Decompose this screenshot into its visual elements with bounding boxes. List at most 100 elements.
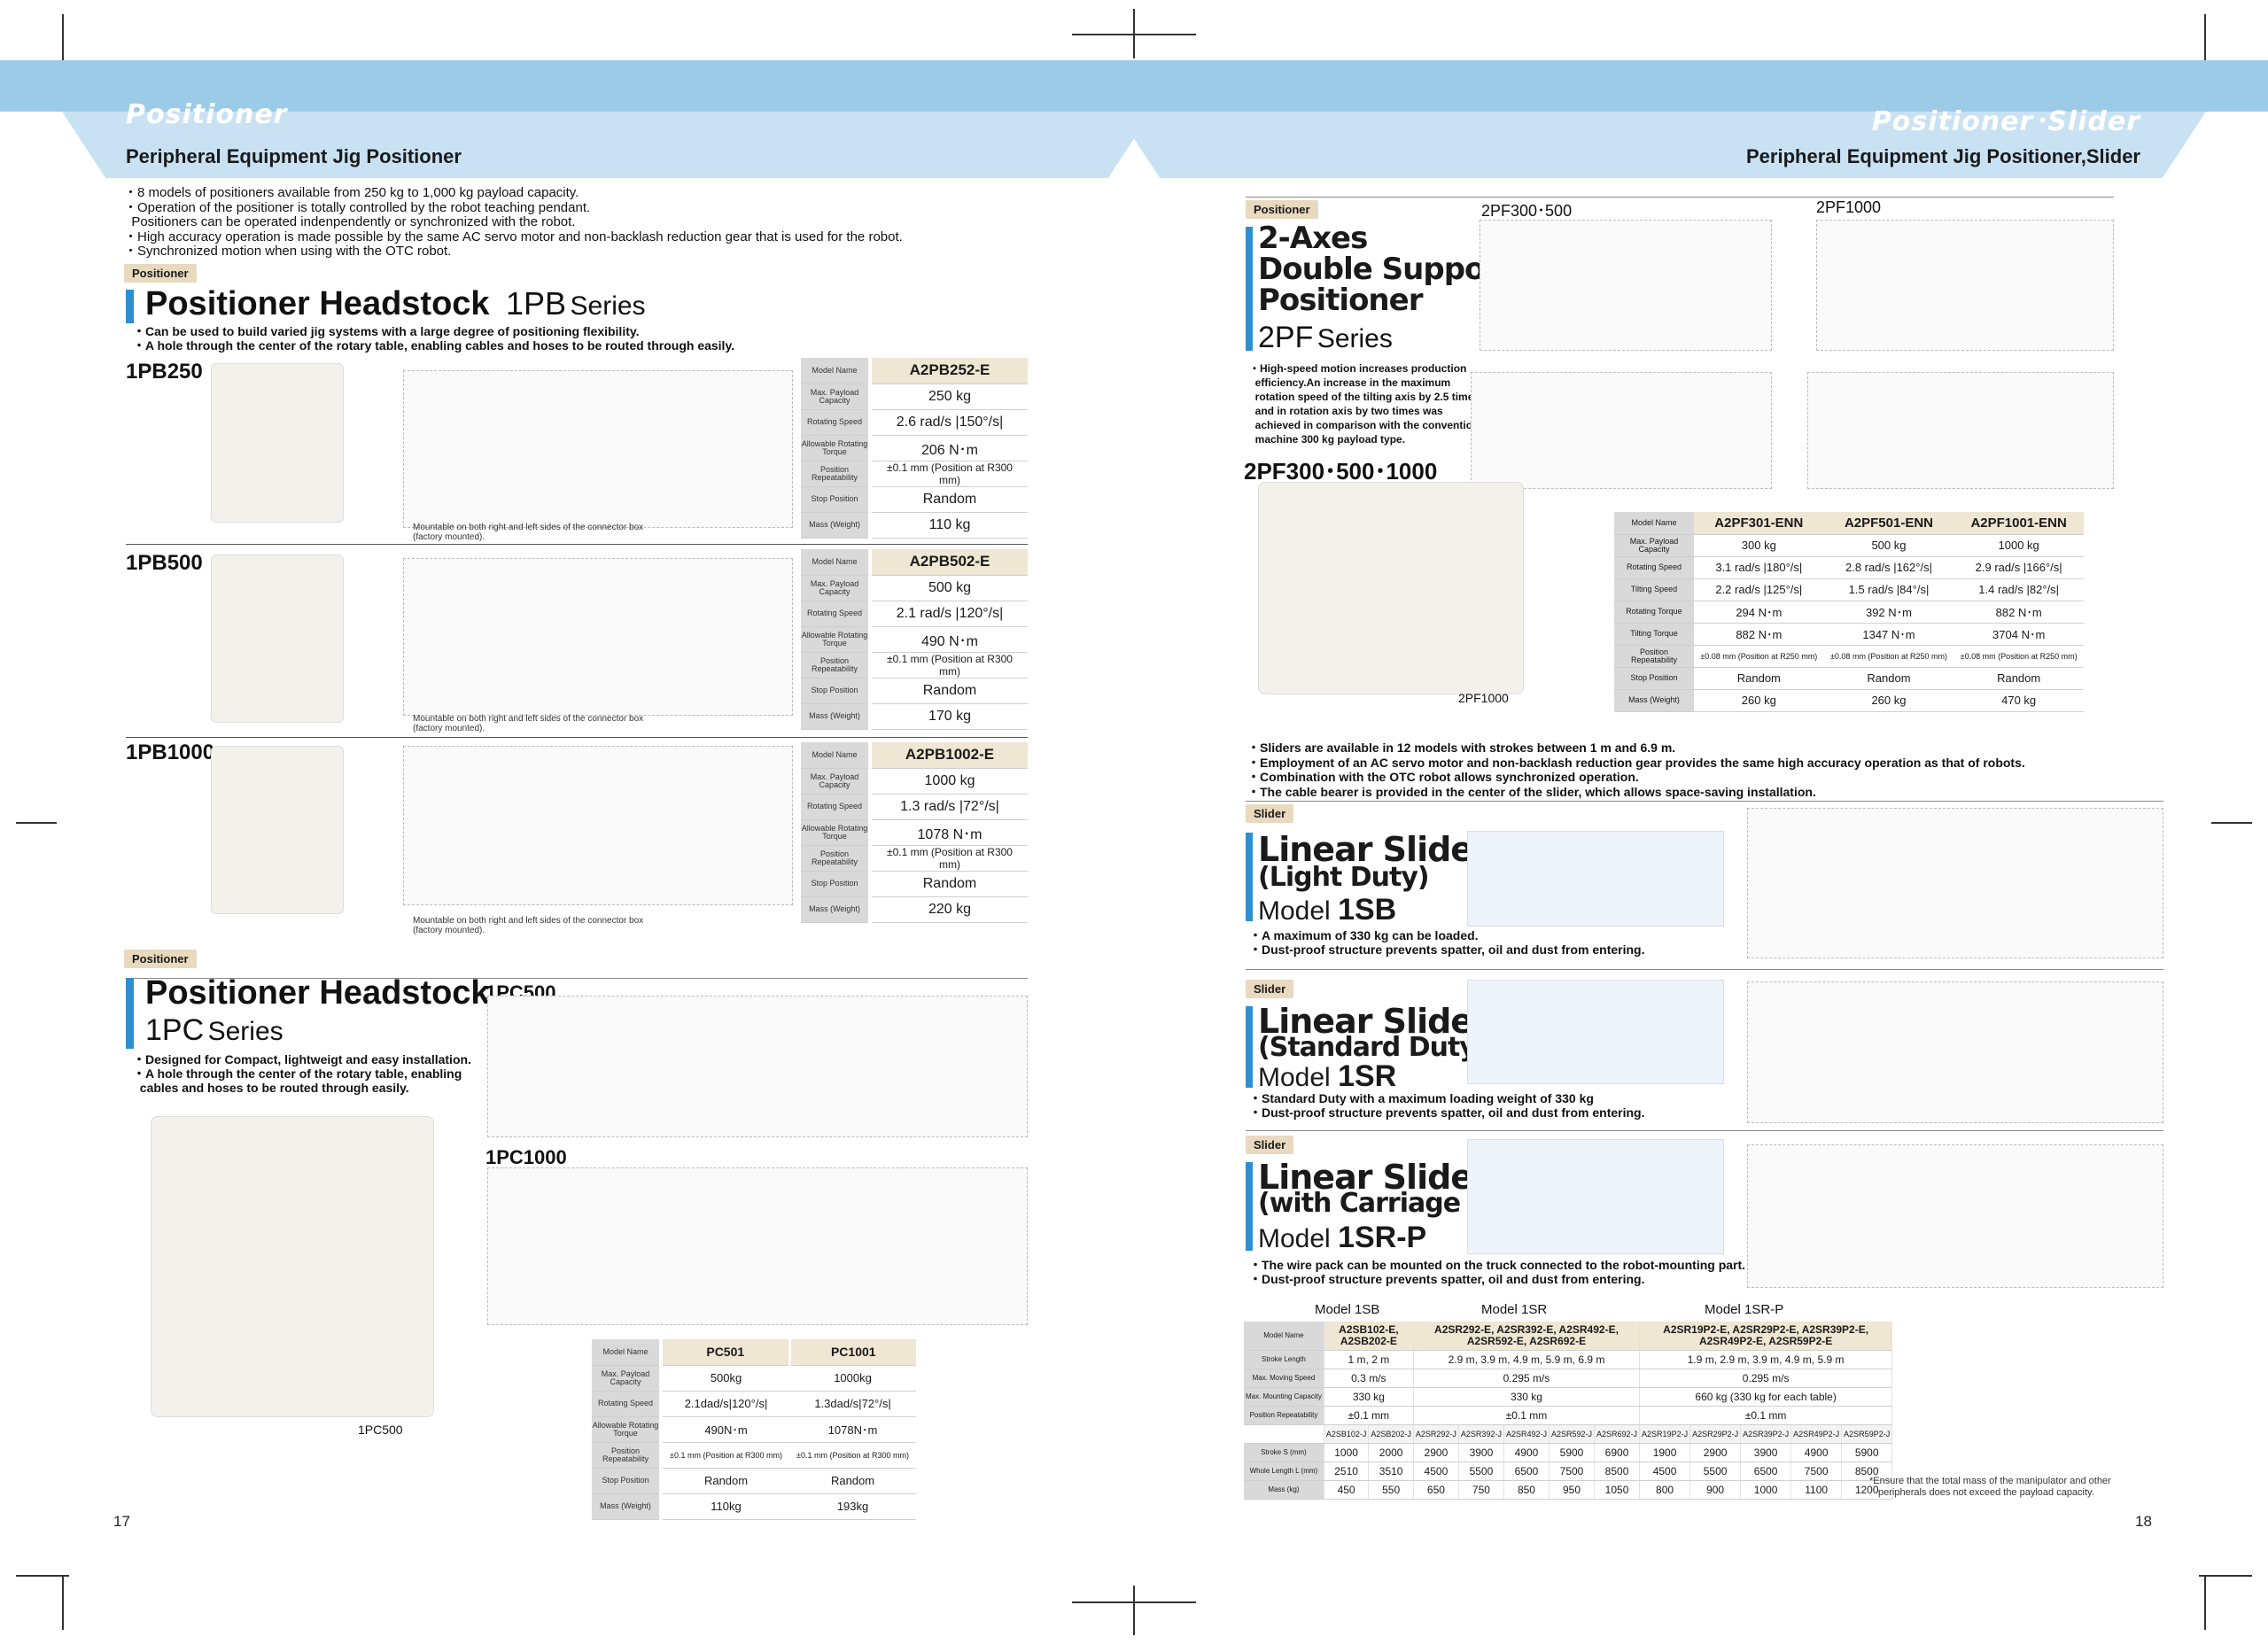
drawing-label-2pf1000: 2PF1000: [1816, 198, 1882, 216]
note-line: Mountable on both right and left sides o…: [413, 714, 644, 724]
spec-value: 2.2 rad/s |125°/s|: [1694, 578, 1824, 601]
pf-model-label: 2PF300･500･1000: [1244, 458, 1438, 485]
product-photo-1sb: [1467, 831, 1724, 927]
spec-key: Rotating Torque: [1614, 601, 1694, 624]
product-photo-1pb250: [211, 363, 344, 523]
spec-value: 206 N･m: [870, 435, 1028, 461]
bullet: ・Sliders are available in 12 models with…: [1247, 741, 1676, 755]
spec-value: 1347 N･m: [1823, 623, 1954, 646]
spec-key: Stop Position: [801, 678, 872, 704]
spec-value: 1.9 m, 2.9 m, 3.9 m, 4.9 m, 5.9 m: [1639, 1350, 1893, 1369]
spec-value: ±0.08 mm (Position at R250 mm): [1823, 645, 1954, 668]
note-line: Mountable on both right and left sides o…: [413, 916, 644, 926]
spec-value: 8500: [1841, 1462, 1893, 1481]
spec-value: 2.1 rad/s |120°/s|: [870, 601, 1028, 627]
spec-value: 2000: [1368, 1443, 1414, 1462]
bullet: ・A maximum of 330 kg can be loaded.: [1249, 928, 1479, 942]
header-band: [0, 60, 2268, 112]
pc-series: 1PC Series: [145, 1013, 284, 1047]
sub-model: A2SB202-J: [1368, 1424, 1414, 1444]
spec-key: Stop Position: [592, 1468, 663, 1494]
spec-value: 110 kg: [870, 512, 1028, 539]
mount-note: Mountable on both right and left sides o…: [413, 523, 643, 542]
bullet: ・Standard Duty with a maximum loading we…: [1249, 1091, 1594, 1105]
spec-value: 5900: [1841, 1443, 1893, 1462]
model-label-1pb250: 1PB250: [126, 360, 203, 384]
note-line: *Ensure that the total mass of the manip…: [1869, 1476, 2111, 1486]
drawing-label-1pc1000: 1PC1000: [485, 1146, 567, 1168]
spec-value: 450: [1324, 1480, 1370, 1500]
drawing-label-2pf300-500: 2PF300･500: [1481, 202, 1573, 220]
slider-tag: Slider: [1246, 1136, 1294, 1154]
spec-key: Rotating Speed: [801, 794, 872, 820]
spec-value: 330 kg: [1413, 1387, 1641, 1407]
bullet: ・Employment of an AC servo motor and non…: [1247, 755, 2025, 770]
slider-1sr-model: Model 1SR: [1258, 1061, 1396, 1091]
bullet: ・A hole through the center of the rotary…: [133, 1066, 462, 1081]
bullet: ・Operation of the positioner is totally …: [124, 199, 591, 215]
dimension-drawing-2pf300-500-top: [1480, 220, 1772, 351]
spec-value: 392 N･m: [1823, 601, 1954, 624]
spec-value: 1900: [1639, 1443, 1691, 1462]
spec-value: ±0.1 mm (Position at R300 mm): [661, 1442, 790, 1469]
spec-value: 882 N･m: [1953, 601, 2084, 624]
dimension-drawing-1pc500: [487, 996, 1028, 1137]
spec-value: 1000: [1324, 1443, 1370, 1462]
product-photo-1pb1000: [211, 746, 344, 914]
bullet: ・High accuracy operation is made possibl…: [124, 229, 903, 244]
spec-value: 2510: [1324, 1462, 1370, 1481]
spec-value: 193kg: [789, 1493, 916, 1520]
spec-key: Rotating Speed: [801, 601, 872, 627]
slider-1srp-line1: Linear Sliders: [1258, 1158, 1508, 1197]
spec-value: 1000kg: [789, 1365, 916, 1392]
spec-key: Stroke Length: [1244, 1350, 1324, 1369]
header-left-subtitle: Peripheral Equipment Jig Positioner: [126, 145, 462, 167]
spec-value: 8500: [1594, 1462, 1641, 1481]
spec-key: Position Repeatability: [592, 1442, 663, 1469]
slider-footnote: *Ensure that the total mass of the manip…: [1869, 1476, 2111, 1499]
spec-key: Allowable Rotating Torque: [801, 435, 872, 461]
pf-title-line: 2-Axes: [1258, 221, 1368, 256]
bullet: ・A hole through the center of the rotary…: [133, 338, 735, 353]
spec-value: 882 N･m: [1694, 623, 1824, 646]
mount-note: Mountable on both right and left sides o…: [413, 714, 643, 733]
spec-value: 1050: [1594, 1480, 1641, 1500]
spec-key: Stop Position: [801, 871, 872, 897]
product-photo-1sr: [1467, 980, 1724, 1084]
spec-value: 650: [1413, 1480, 1459, 1500]
spec-value: ±0.1 mm (Position at R300 mm): [789, 1442, 916, 1469]
spec-key: Model Name: [1614, 512, 1694, 535]
spec-key: Rotating Speed: [592, 1391, 663, 1417]
spec-key: Stop Position: [1614, 667, 1694, 690]
spec-key: Position Repeatability: [801, 461, 872, 487]
spec-value: ±0.1 mm (Position at R300 mm): [870, 461, 1028, 487]
spec-value: 3900: [1740, 1443, 1792, 1462]
dimension-drawing-1sr: [1747, 981, 2163, 1123]
sub-model: A2SR292-J: [1413, 1424, 1459, 1444]
spec-key: Model Name: [1244, 1322, 1324, 1351]
spec-value: A2PF501-ENN: [1823, 512, 1954, 535]
spec-value: 5500: [1689, 1462, 1742, 1481]
dimension-drawing-2pf1000-top: [1816, 220, 2114, 351]
spec-key: Allowable Rotating Torque: [801, 626, 872, 653]
spec-key: Stop Position: [801, 486, 872, 513]
header-sub-band-right: [1116, 112, 2206, 178]
spec-value: Random: [870, 486, 1028, 513]
intro-bullets: ・8 models of positioners available from …: [124, 185, 903, 260]
sub-model: A2SR692-J: [1594, 1424, 1641, 1444]
bullet: ・Dust-proof structure prevents spatter, …: [1249, 1105, 1645, 1120]
dimension-drawing-2pf1000-side: [1807, 372, 2114, 489]
title-bar: [126, 290, 134, 323]
slider-1sb-line2: (Light Duty): [1258, 862, 1430, 893]
slider-group-1srp: Model 1SR-P: [1705, 1302, 1784, 1317]
spec-value: 4900: [1790, 1443, 1843, 1462]
bullet: ・Dust-proof structure prevents spatter, …: [1249, 1272, 1645, 1286]
spec-value: A2PB252-E: [870, 358, 1028, 384]
spec-key: Stroke S (mm): [1244, 1443, 1324, 1462]
spec-value: Random: [661, 1468, 790, 1494]
bullet: ・High-speed motion increases production: [1249, 362, 1467, 375]
spec-key: Rotating Speed: [801, 409, 872, 436]
spec-value: 490 N･m: [870, 626, 1028, 653]
